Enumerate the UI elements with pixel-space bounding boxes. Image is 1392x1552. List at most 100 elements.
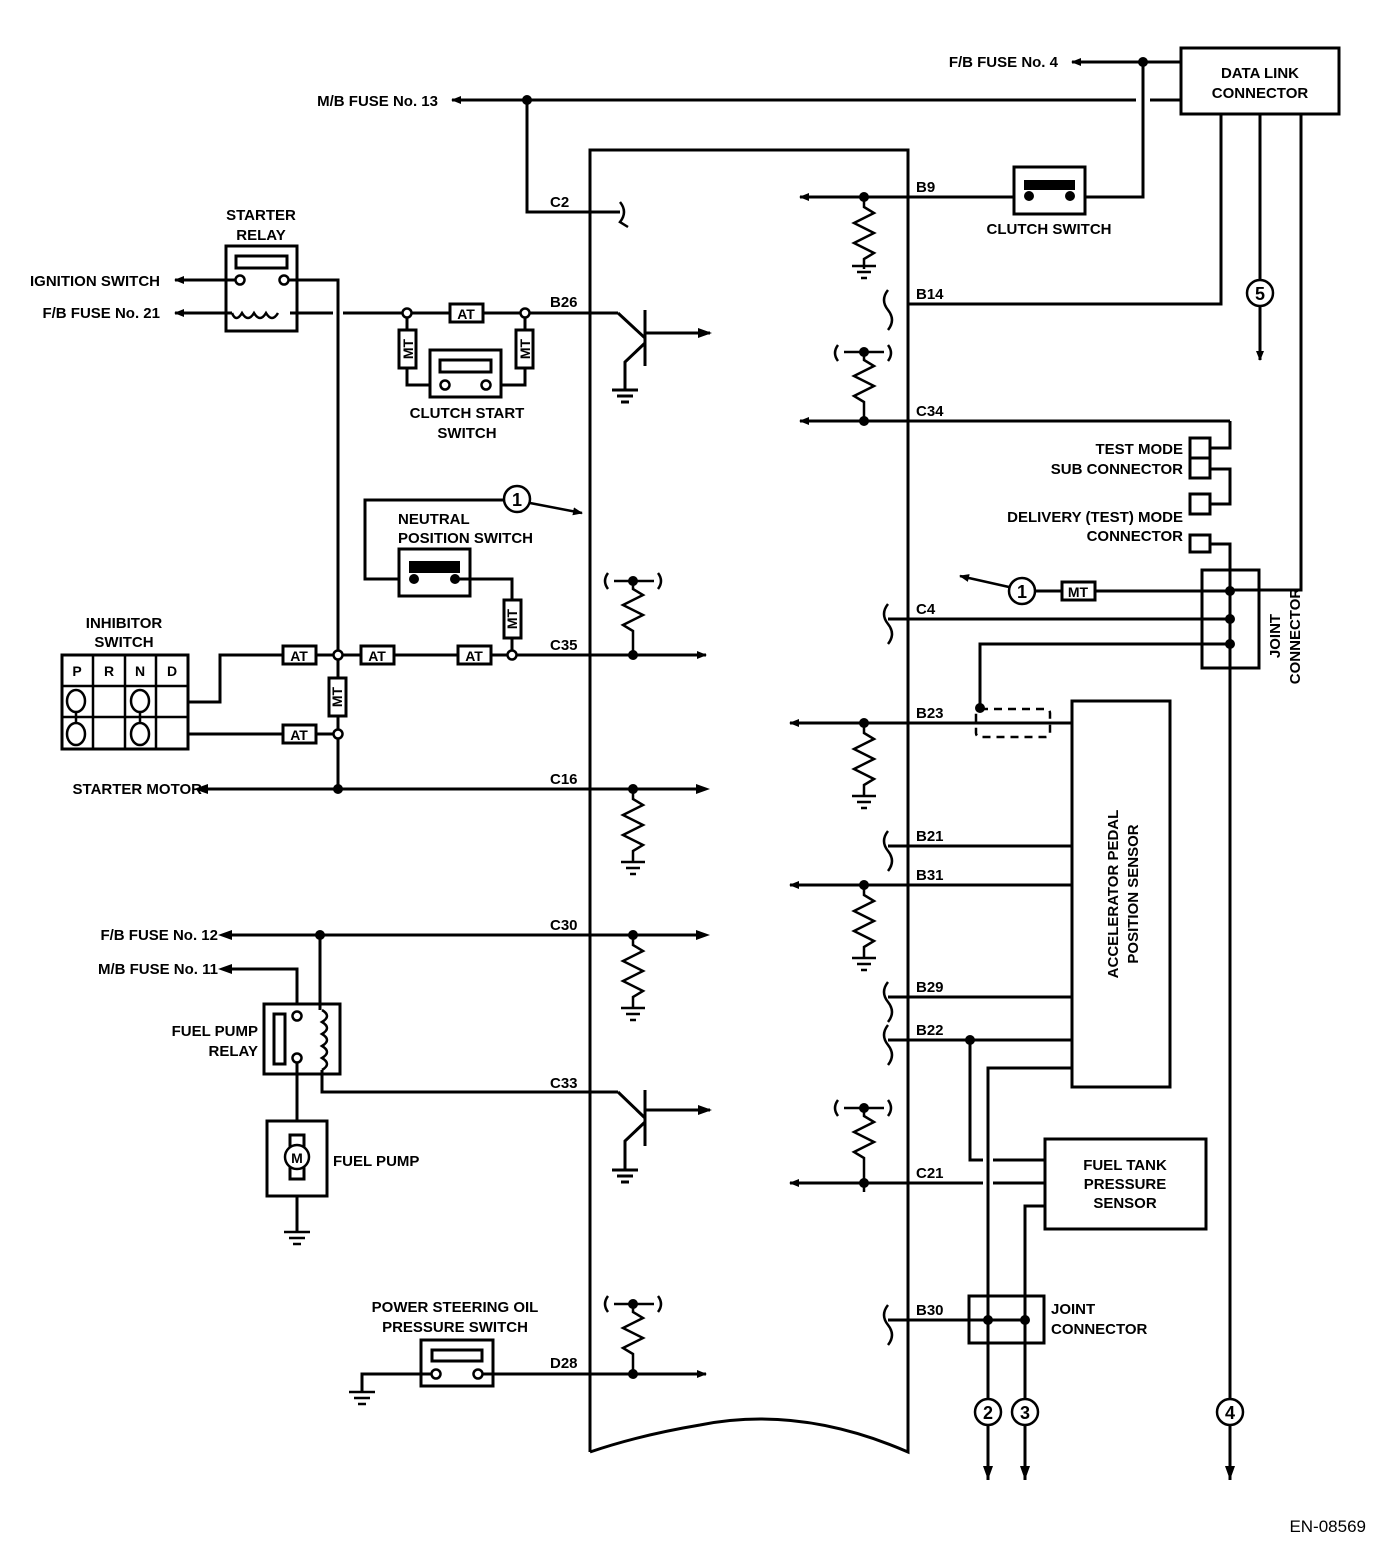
ref-4-circle <box>1215 1397 1245 1427</box>
clutch-switch <box>1012 165 1087 216</box>
motor-icon: M <box>291 1150 303 1166</box>
shield-wire <box>978 642 1230 708</box>
neutral-position-switch <box>397 547 472 598</box>
fuel-pump-relay <box>262 1002 342 1076</box>
b14-wire <box>908 114 1223 306</box>
starter-relay-label-1: STARTER <box>226 207 296 224</box>
fuel-pump-relay-label-2: RELAY <box>209 1043 258 1060</box>
inhibitor-pos-n: N <box>135 663 145 679</box>
joint-connector-upper-label-1: JOINT <box>1267 614 1284 658</box>
mt-tag: MT <box>329 686 345 707</box>
clutch-start-switch <box>428 348 503 399</box>
inhibitor-switch-label-2: SWITCH <box>94 634 153 651</box>
fuel-pump-relay-label-1: FUEL PUMP <box>172 1023 258 1040</box>
mb-fuse-13-label: M/B FUSE No. 13 <box>317 93 438 110</box>
ref-5-label: 5 <box>1255 284 1265 304</box>
c33-wire <box>320 1070 618 1094</box>
test-mode-wire-2 <box>1210 467 1232 506</box>
transistor-icon <box>612 1090 710 1184</box>
pin-b14: B14 <box>916 286 944 303</box>
at-tag: AT <box>465 648 483 664</box>
inhibitor-pos-p: P <box>72 663 81 679</box>
test-mode-label-1: TEST MODE <box>1095 441 1183 458</box>
starter-relay <box>224 244 299 333</box>
ignition-switch-label: IGNITION SWITCH <box>30 273 160 290</box>
fb-fuse-4-wire <box>1071 57 1180 199</box>
pin-c2: C2 <box>550 194 569 211</box>
dlc-to-joint-wire <box>1230 114 1303 592</box>
ecm-body <box>588 148 910 1455</box>
ref-5-circle <box>1245 278 1275 308</box>
pin-b23: B23 <box>916 705 944 722</box>
neutral-switch-label-1: NEUTRAL <box>398 511 470 528</box>
fuel-tank-sensor-label-1: FUEL TANK <box>1083 1157 1167 1174</box>
pullup-resistor-icon <box>851 352 877 422</box>
ref-2-circle <box>973 1397 1003 1427</box>
pin-c16: C16 <box>550 771 578 788</box>
pin-c4: C4 <box>916 601 936 618</box>
power-steering-oil-pressure-switch <box>419 1338 495 1388</box>
mt-tag-label: MT <box>1068 584 1089 600</box>
delivery-mode-label-1: DELIVERY (TEST) MODE <box>1007 509 1183 526</box>
at-tag: AT <box>368 648 386 664</box>
starter-relay-label-2: RELAY <box>236 227 285 244</box>
ref-1-label-left: 1 <box>512 490 522 510</box>
joint-connector-lower-label-2: CONNECTOR <box>1051 1321 1148 1338</box>
fuel-tank-sensor-label-2: PRESSURE <box>1084 1176 1167 1193</box>
data-link-connector: DATA LINK CONNECTOR <box>1179 46 1341 116</box>
ref-3-wire <box>1023 1204 1045 1480</box>
joint-connector-upper-label-2: CONNECTOR <box>1287 588 1304 685</box>
mb-fuse-13-wire <box>451 95 1180 229</box>
clutch-switch-label: CLUTCH SWITCH <box>987 221 1112 238</box>
inhibitor-switch <box>60 653 190 751</box>
data-link-connector-label-2: CONNECTOR <box>1212 85 1309 102</box>
pin-c35: C35 <box>550 637 578 654</box>
data-link-connector-label-1: DATA LINK <box>1221 65 1299 82</box>
transistor-icon <box>612 310 710 404</box>
pin-b31: B31 <box>916 867 944 884</box>
starter-relay-output-wire <box>288 278 340 790</box>
pin-c30: C30 <box>550 917 578 934</box>
pin-b29: B29 <box>916 979 944 996</box>
at-tag: AT <box>290 648 308 664</box>
at-tag: AT <box>457 306 475 322</box>
pulldown-resistor-icon <box>851 197 877 280</box>
pin-c21: C21 <box>916 1165 944 1182</box>
inhibitor-pos-d: D <box>167 663 177 679</box>
test-mode-wire-1 <box>1210 421 1232 450</box>
accelerator-sensor-label-1: ACCELERATOR PEDAL <box>1105 810 1122 979</box>
ps-switch-label-2: PRESSURE SWITCH <box>382 1319 528 1336</box>
pin-c33: C33 <box>550 1075 578 1092</box>
ref-1-circle-left <box>502 484 532 514</box>
ps-switch-label-1: POWER STEERING OIL <box>372 1299 539 1316</box>
fb-fuse-12-label: F/B FUSE No. 12 <box>100 927 218 944</box>
pin-b9: B9 <box>916 179 935 196</box>
ref-1-label-right: 1 <box>1017 582 1027 602</box>
ref-3-circle <box>1010 1397 1040 1427</box>
ref-4-wire <box>1210 542 1232 1480</box>
clutch-start-switch-label-2: SWITCH <box>437 425 496 442</box>
delivery-mode-connector <box>1188 533 1212 554</box>
fuel-pump: M <box>265 1119 329 1198</box>
mt-tag: MT <box>400 338 416 359</box>
joint-connector-lower-label-1: JOINT <box>1051 1301 1095 1318</box>
ref-1-circle-right <box>1007 576 1037 606</box>
delivery-mode-label-2: CONNECTOR <box>1087 528 1184 545</box>
diagram-id-code: EN-08569 <box>1289 1517 1366 1536</box>
mt-tag: MT <box>504 608 520 629</box>
accelerator-sensor-label-2: POSITION SENSOR <box>1125 824 1142 963</box>
mt-tag: MT <box>517 338 533 359</box>
accelerator-pedal-position-sensor <box>1070 699 1172 1089</box>
fb-fuse-4-label: F/B FUSE No. 4 <box>949 54 1059 71</box>
mb-fuse-11-label: M/B FUSE No. 11 <box>98 961 218 978</box>
break-icon <box>882 289 894 331</box>
inhibitor-switch-label-1: INHIBITOR <box>86 615 163 632</box>
ref-4-label: 4 <box>1225 1403 1235 1423</box>
neutral-switch-label-2: POSITION SWITCH <box>398 530 533 547</box>
test-mode-sub-connector <box>1188 436 1212 516</box>
fuel-pump-label: FUEL PUMP <box>333 1153 419 1170</box>
fuel-tank-sensor-label-3: SENSOR <box>1093 1195 1157 1212</box>
pin-b22: B22 <box>916 1022 944 1039</box>
inhibitor-pos-r: R <box>104 663 114 679</box>
